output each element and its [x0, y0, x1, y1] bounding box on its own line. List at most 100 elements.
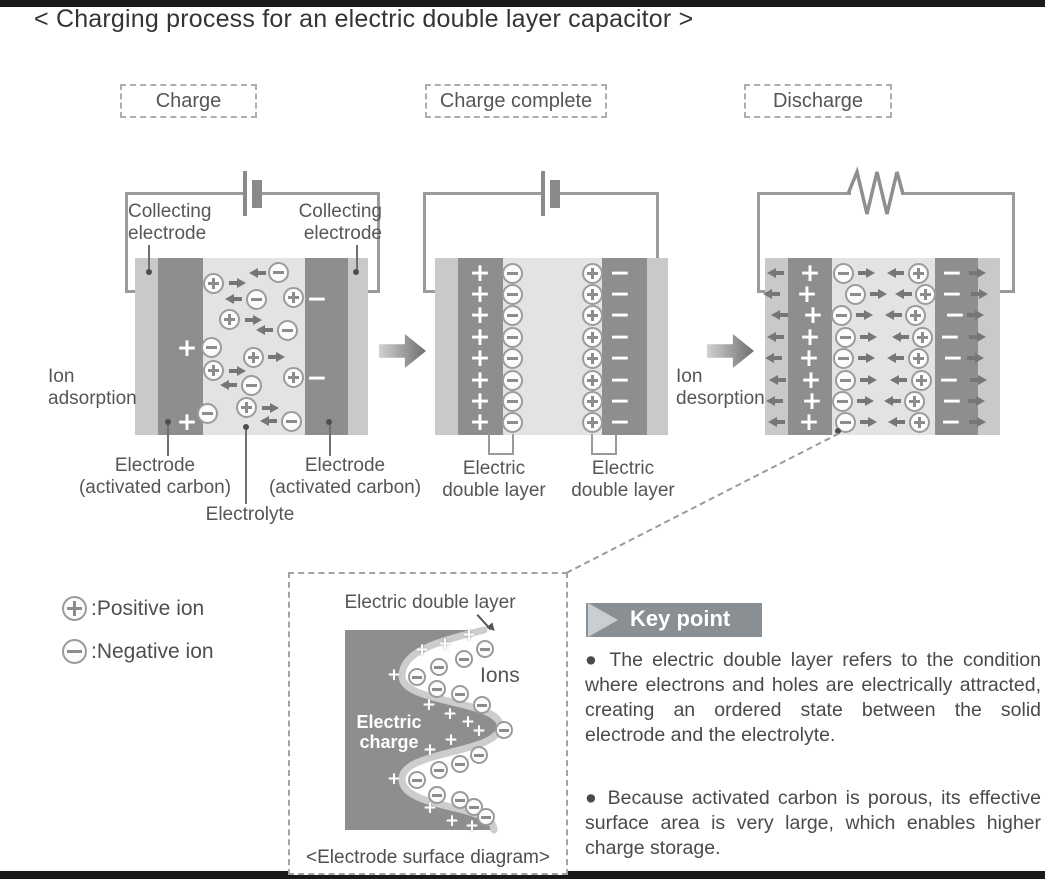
- stage-label-charge: Charge: [120, 84, 257, 118]
- stage-label-discharge: Discharge: [744, 84, 892, 118]
- electrode-plus-charge: +: [800, 365, 822, 394]
- negative-ion: [835, 370, 856, 391]
- negative-ion: [845, 284, 866, 305]
- negative-ion: [502, 284, 523, 305]
- negative-ion-icon: [62, 639, 87, 664]
- surface-negative-ion: [470, 746, 488, 764]
- ion-flow-arrow-icon: [256, 325, 273, 335]
- edl-bracket-right: [591, 434, 617, 455]
- surface-negative-ion: [408, 668, 426, 686]
- label-electrolyte: Electrolyte: [205, 504, 295, 525]
- ion-flow-arrow-icon: [262, 403, 279, 413]
- ion-flow-arrow-icon: [968, 396, 985, 406]
- negative-ion: [277, 320, 298, 341]
- positive-ion: [236, 397, 257, 418]
- ion-flow-arrow-icon: [858, 353, 875, 363]
- negative-ion: [281, 411, 302, 432]
- electrode-minus-charge: −: [609, 279, 631, 308]
- positive-ion: [203, 360, 224, 381]
- electrode-minus-charge: −: [609, 322, 631, 351]
- wire: [423, 192, 426, 293]
- label-electric-double-layer-right: Electric double layer: [571, 458, 675, 501]
- ion-flow-arrow-icon: [969, 268, 986, 278]
- ion-flow-arrow-icon: [767, 268, 784, 278]
- surface-negative-ion: [428, 680, 446, 698]
- electrode-plus-charge: +: [799, 258, 821, 287]
- wire: [999, 290, 1015, 293]
- surface-negative-ion: [408, 771, 426, 789]
- pointer-line: [148, 245, 150, 271]
- wire: [125, 192, 128, 293]
- positive-ion: [909, 412, 930, 433]
- negative-ion: [502, 348, 523, 369]
- label-electrode-activated-carbon-left: Electrode (activated carbon): [78, 455, 232, 498]
- negative-ion: [502, 305, 523, 326]
- negative-ion: [246, 289, 267, 310]
- legend-positive-ion: :Positive ion: [62, 596, 204, 621]
- pointer-line: [329, 425, 331, 456]
- surface-plus-charge: +: [444, 811, 460, 831]
- pointer-dot: [165, 419, 171, 425]
- electrode-band: [788, 258, 832, 435]
- surface-plus-charge: +: [414, 640, 430, 660]
- surface-plus-charge: +: [464, 816, 480, 836]
- electrode-plus-charge: +: [801, 386, 823, 415]
- collecting-electrode-band: [978, 258, 1000, 435]
- key-point-bullet-1: ● The electric double layer refers to th…: [585, 649, 1041, 746]
- battery-plate-long: [243, 171, 247, 216]
- capacitor-cell-charge-complete: +−+−+−+−+−+−+−+−: [435, 258, 668, 435]
- electrode-minus-charge: −: [609, 407, 631, 436]
- ion-flow-arrow-icon: [892, 332, 909, 342]
- negative-ion: [241, 375, 262, 396]
- surface-plus-charge: +: [422, 798, 438, 818]
- positive-ion: [219, 309, 240, 330]
- ion-flow-arrow-icon: [260, 416, 277, 426]
- positive-ion: [582, 348, 603, 369]
- electrode-minus-charge: −: [942, 343, 964, 372]
- negative-ion: [502, 370, 523, 391]
- key-point-header: Key point: [630, 606, 731, 631]
- wire: [1012, 192, 1015, 293]
- electrode-plus-charge: +: [802, 300, 824, 329]
- ion-flow-arrow-icon: [857, 396, 874, 406]
- label-collecting-electrode-right: Collecting electrode: [298, 201, 382, 244]
- positive-ion: [911, 370, 932, 391]
- ion-flow-arrow-icon: [771, 310, 788, 320]
- surface-plus-charge: +: [443, 730, 459, 750]
- surface-negative-ion: [451, 755, 469, 773]
- positive-ion: [915, 284, 936, 305]
- capacitor-cell-discharge: +−+−+−+−+−+−+−+−: [763, 258, 1000, 436]
- ion-flow-arrow-icon: [229, 366, 246, 376]
- label-collecting-electrode-left: Collecting electrode: [128, 201, 212, 244]
- ion-flow-arrow-icon: [887, 268, 904, 278]
- battery-plate-short: [550, 180, 560, 208]
- surface-plus-charge: +: [386, 769, 402, 789]
- electrode-minus-charge: −: [609, 343, 631, 372]
- positive-ion-icon: [62, 596, 87, 621]
- electrode-band: [935, 258, 978, 435]
- ion-layer: +−+−+−+−+−+−+−+−: [435, 258, 668, 435]
- stage-transition-arrow-icon: [707, 334, 754, 368]
- positive-ion: [582, 327, 603, 348]
- pointer-line: [356, 245, 358, 271]
- negative-ion: [832, 391, 853, 412]
- surface-plus-charge: +: [442, 704, 458, 724]
- electrode-minus-charge: −: [940, 407, 962, 436]
- ion-flow-arrow-icon: [765, 353, 782, 363]
- surface-negative-ion: [477, 808, 495, 826]
- pointer-dot: [243, 424, 249, 430]
- negative-ion: [835, 412, 856, 433]
- legend-negative-label: :Negative ion: [91, 640, 214, 663]
- inset-electric-charge-label: Electric charge: [356, 712, 422, 752]
- ion-flow-arrow-icon: [885, 310, 902, 320]
- wire: [366, 290, 380, 293]
- collecting-electrode-band: [765, 258, 788, 435]
- wire: [125, 290, 138, 293]
- edl-bracket-left: [488, 434, 514, 455]
- surface-negative-ion: [455, 650, 473, 668]
- collecting-electrode-band: [435, 258, 458, 435]
- wire: [656, 192, 659, 293]
- electrode-plus-charge: +: [176, 407, 198, 436]
- positive-ion: [582, 391, 603, 412]
